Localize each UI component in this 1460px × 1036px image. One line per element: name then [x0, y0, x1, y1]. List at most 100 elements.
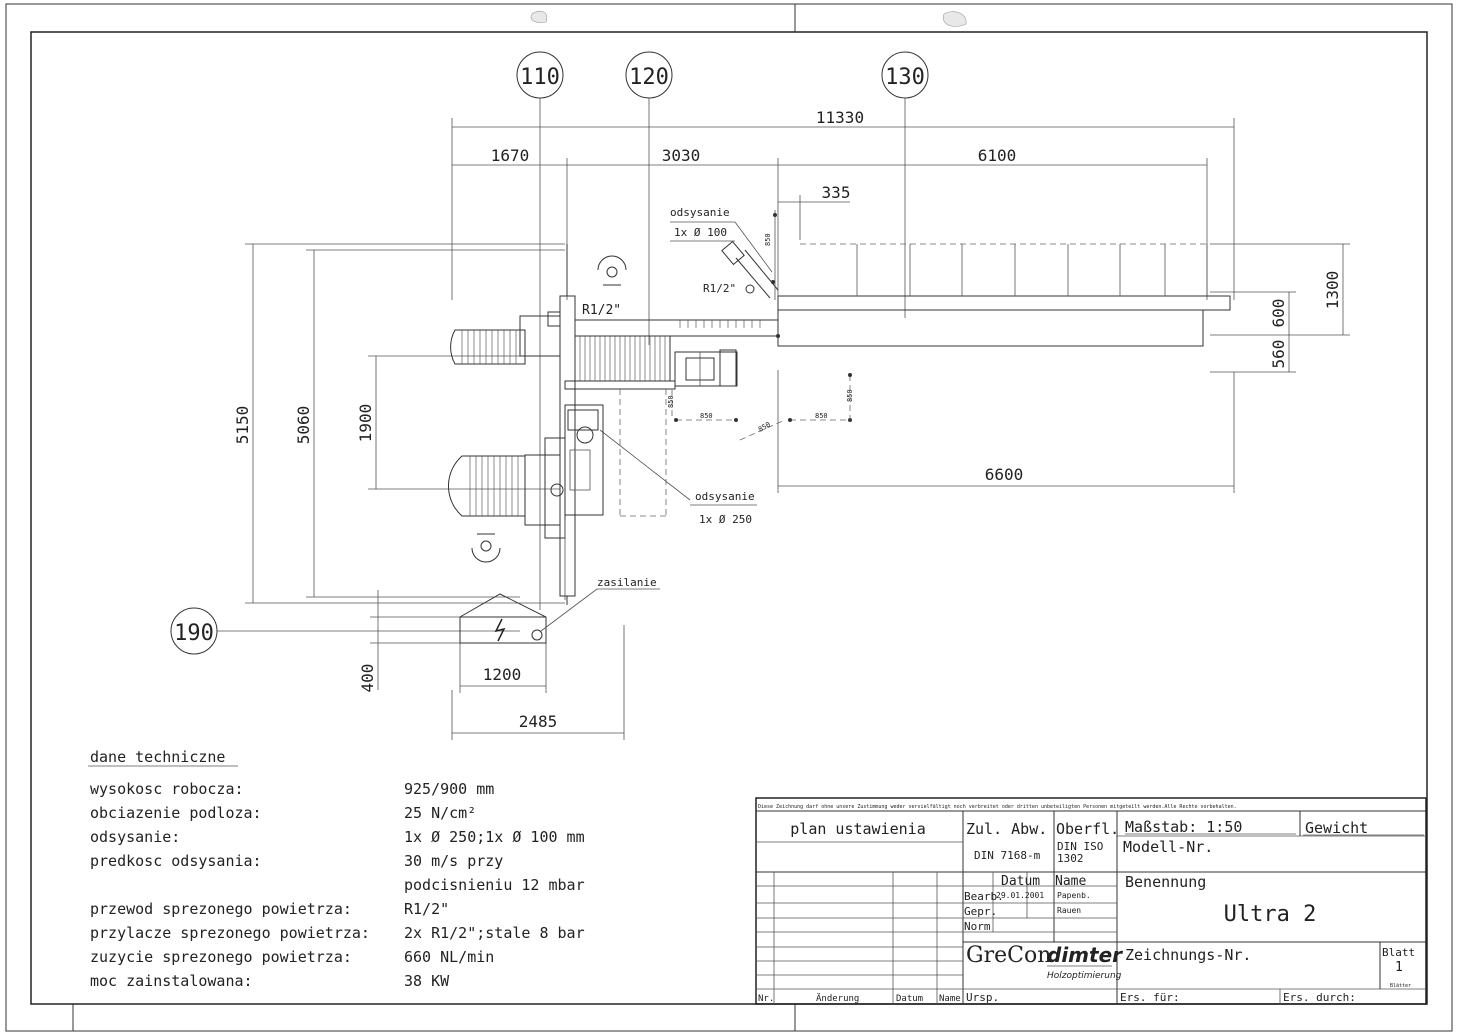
- technical-data: dane techniczne wysokosc robocza: 925/90…: [88, 748, 585, 990]
- service-clearances: 850 850 850 850 850: [667, 373, 854, 441]
- dimension-400-label: 400: [358, 664, 377, 693]
- title-blaetter: Blätter: [1390, 983, 1411, 989]
- dimension-335-label: 335: [822, 183, 851, 202]
- dim-850-d: 850: [815, 412, 828, 420]
- feed-unit-120: [564, 319, 779, 517]
- dimension-5150-label: 5150: [233, 406, 252, 445]
- label-r12-right: R1/2": [703, 282, 736, 295]
- callout-190-label: 190: [174, 621, 214, 646]
- dimension-1200: 1200: [459, 640, 547, 693]
- title-name2: Name: [939, 994, 961, 1004]
- dimension-1670-label: 1670: [491, 146, 530, 165]
- dimension-11330-label: 11330: [816, 108, 864, 127]
- label-odsysanie-top-size: 1x Ø 100: [674, 226, 727, 239]
- title-aenderung: Änderung: [816, 993, 859, 1004]
- brand-dimter: dimter: [1047, 943, 1123, 967]
- title-din7168: DIN 7168-m: [974, 849, 1041, 862]
- roller-conveyor-130: [777, 243, 1231, 347]
- callout-130-label: 130: [885, 65, 925, 90]
- tech-value: podcisnieniu 12 mbar: [404, 876, 585, 894]
- title-name: Name: [1055, 874, 1086, 889]
- tech-value: 25 N/cm²: [404, 804, 476, 822]
- dimension-6600: 6600: [777, 370, 1235, 493]
- brand-holzoptimierung: Holzoptimierung: [1047, 971, 1122, 981]
- dimension-2485-label: 2485: [519, 712, 558, 731]
- dimension-6100: 6100: [778, 146, 1208, 300]
- title-din-iso: DIN ISO: [1057, 840, 1103, 853]
- electrical-cabinet-190: [459, 588, 660, 644]
- tech-value: 2x R1/2";stale 8 bar: [404, 924, 585, 942]
- dimension-3030: 3030: [566, 146, 779, 300]
- dim-850-e: 850: [846, 389, 854, 402]
- dimension-5060: 5060: [294, 249, 565, 598]
- tech-label: moc zainstalowana:: [90, 972, 253, 990]
- tech-value: 925/900 mm: [404, 780, 494, 798]
- tech-value: R1/2": [404, 900, 449, 918]
- dimension-3030-label: 3030: [662, 146, 701, 165]
- title-datum: Datum: [1001, 874, 1040, 889]
- tech-heading: dane techniczne: [90, 748, 225, 766]
- callout-110: 110: [516, 51, 564, 610]
- saw-unit-110: [448, 244, 627, 605]
- title-gewicht: Gewicht: [1305, 819, 1368, 837]
- title-norm: Norm: [964, 920, 991, 933]
- title-main: Ultra 2: [1224, 902, 1317, 927]
- dimension-11330: 11330: [451, 108, 1235, 300]
- title-bearb-date: 29.01.2001: [996, 891, 1044, 900]
- dim-850-b: 850: [700, 412, 713, 420]
- callout-120-label: 120: [629, 65, 669, 90]
- tech-value: 30 m/s przy: [404, 852, 503, 870]
- title-ers-fuer: Ers. für:: [1120, 991, 1180, 1004]
- dimension-5150: 5150: [233, 243, 565, 604]
- dim-850-c: 850: [667, 395, 675, 408]
- title-ursp: Ursp.: [966, 991, 999, 1004]
- label-odsysanie-top: odsysanie: [670, 206, 730, 219]
- dimension-5060-label: 5060: [294, 406, 313, 445]
- title-plan: plan ustawienia: [790, 820, 925, 838]
- drawing-frame: [30, 31, 1428, 1005]
- dimension-2485: 2485: [451, 625, 625, 740]
- label-zasilanie: zasilanie: [597, 576, 657, 589]
- title-bearb: Bearb.: [964, 890, 1004, 903]
- tech-label: zuzycie sprezonego powietrza:: [90, 948, 352, 966]
- dimension-1300-label: 1300: [1323, 271, 1342, 310]
- punch-hole-right: [942, 11, 967, 27]
- title-blatt-no: 1: [1395, 960, 1403, 975]
- title-massstab: Maßstab: 1:50: [1125, 818, 1242, 836]
- title-benennung: Benennung: [1125, 873, 1206, 891]
- tech-label: wysokosc robocza:: [90, 780, 244, 798]
- title-din-iso-no: 1302: [1057, 852, 1084, 865]
- title-blatt: Blatt: [1382, 946, 1415, 959]
- callout-110-label: 110: [520, 65, 560, 90]
- callout-190: 190: [170, 607, 520, 655]
- dimension-560: 560: [1210, 335, 1296, 373]
- dimension-1200-label: 1200: [483, 665, 522, 684]
- dimension-400: 400: [358, 590, 470, 692]
- lightning-icon: [494, 618, 506, 642]
- title-zul-abw: Zul. Abw.: [966, 820, 1047, 838]
- dimension-1670: 1670: [452, 146, 567, 166]
- title-modell: Modell-Nr.: [1123, 838, 1213, 856]
- tech-label: odsysanie:: [90, 828, 180, 846]
- title-gepr-name: Rauen: [1057, 906, 1081, 915]
- title-oberfl: Oberfl.: [1056, 820, 1119, 838]
- title-notice: Diese Zeichnung darf ohne unsere Zustimm…: [758, 804, 1237, 810]
- callout-120: 120: [625, 51, 673, 345]
- tech-value: 38 KW: [404, 972, 450, 990]
- sheet-outer-frame: [5, 3, 1453, 1032]
- extraction-arm: 850: [721, 210, 780, 338]
- dimension-1300: 1300: [1210, 243, 1350, 336]
- callout-130: 130: [881, 51, 929, 318]
- dimension-6100-label: 6100: [978, 146, 1017, 165]
- title-datum2: Datum: [896, 994, 923, 1004]
- dimension-1900: 1900: [356, 355, 560, 490]
- dimension-560-label: 560: [1269, 340, 1288, 369]
- tech-label: predkosc odsysania:: [90, 852, 262, 870]
- title-bearb-name: Papenb.: [1057, 891, 1091, 900]
- punch-hole-left: [530, 10, 548, 23]
- dimension-6600-label: 6600: [985, 465, 1024, 484]
- tech-value: 660 NL/min: [404, 948, 494, 966]
- title-block: Diese Zeichnung darf ohne unsere Zustimm…: [755, 797, 1427, 1005]
- title-zeichnungs: Zeichnungs-Nr.: [1125, 946, 1251, 964]
